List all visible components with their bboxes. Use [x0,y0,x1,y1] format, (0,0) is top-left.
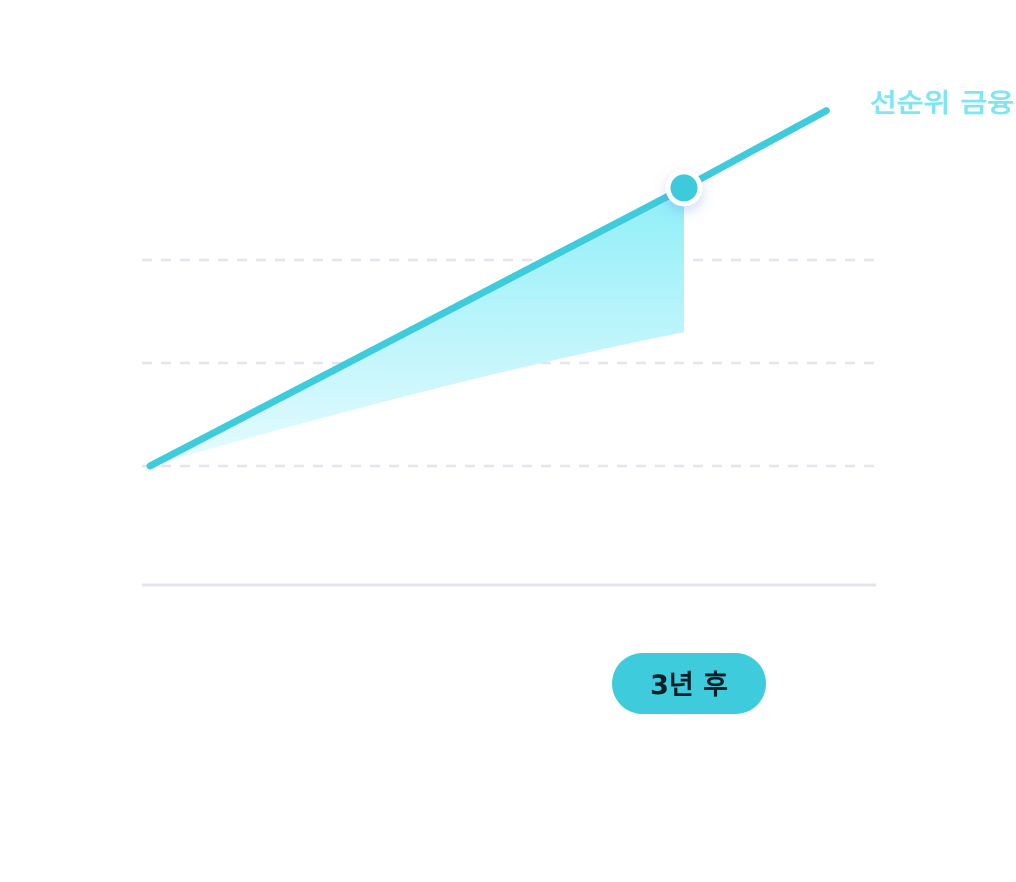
x-marker-label: 3년 후 [650,670,728,701]
x-marker-badge-bg [612,653,766,714]
highlight-point [665,169,703,207]
series-label: 선순위 금융 [870,89,1014,119]
x-marker-badge: 3년 후 [612,653,766,714]
series-line [146,107,830,470]
